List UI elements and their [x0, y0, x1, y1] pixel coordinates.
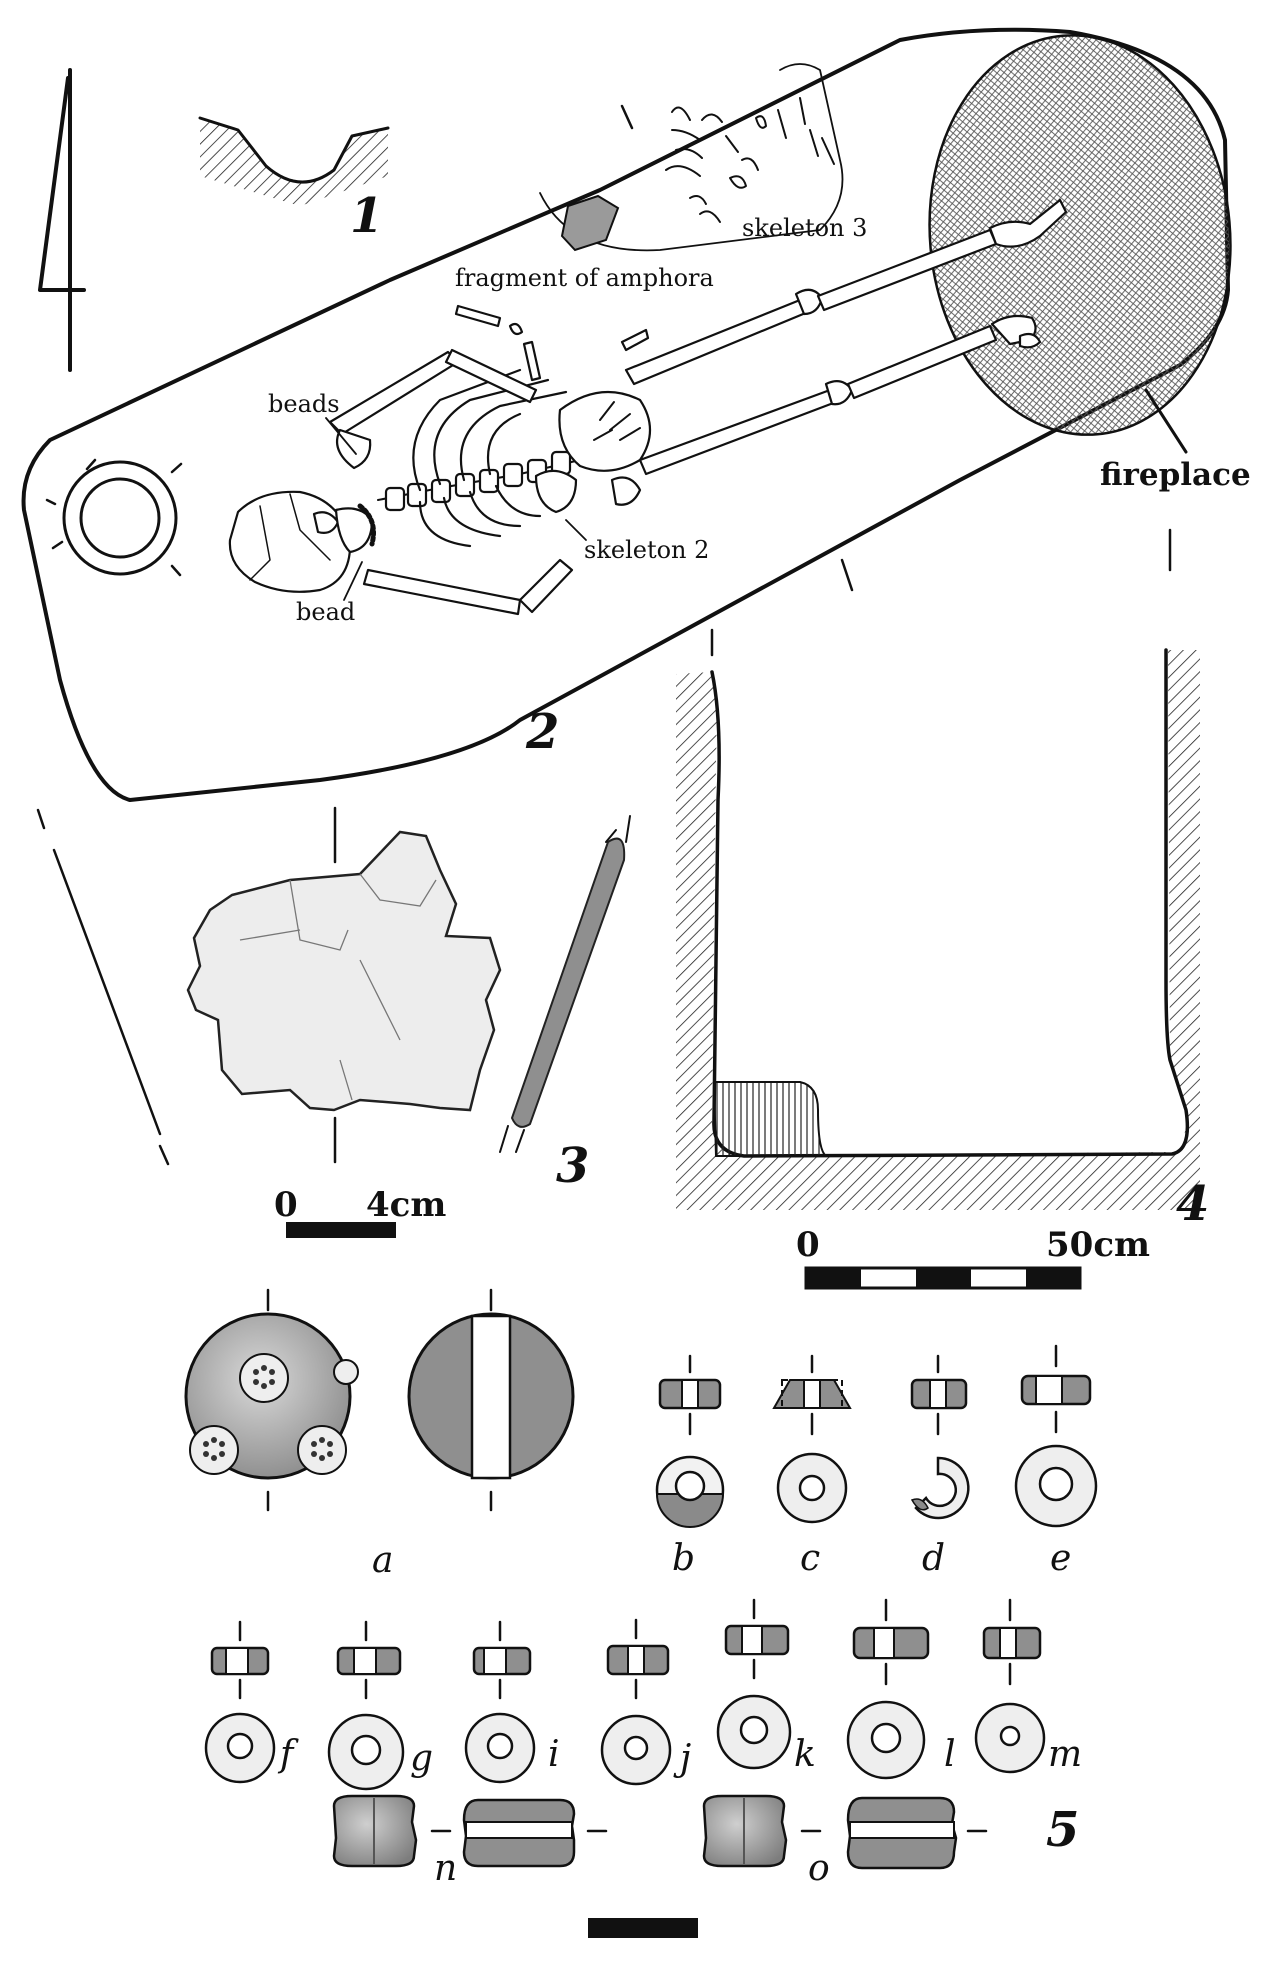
pit-section-4: [676, 648, 1200, 1210]
beads-label: beads: [268, 390, 340, 418]
bead-letter-d: d: [922, 1538, 945, 1579]
bead-l: [846, 1598, 930, 1780]
section-cut-markers: [620, 104, 1172, 657]
bead-m: [974, 1598, 1046, 1774]
scale-small-zero: 0: [274, 1185, 298, 1225]
fragment-dash-lines: [36, 806, 337, 1166]
bead-letter-b: b: [672, 1538, 695, 1579]
skeleton-2-label: skeleton 2: [584, 536, 709, 564]
beads-leader-line: [325, 417, 357, 455]
bead-letter-g: g: [410, 1738, 433, 1779]
bead-b: [655, 1354, 725, 1528]
north-arrow-icon: [38, 68, 86, 372]
bead-c: [772, 1354, 852, 1524]
beads-scale-bar: [588, 1918, 698, 1938]
bead-letter-n: n: [434, 1848, 457, 1889]
bead-letter-l: l: [944, 1734, 956, 1775]
amphora-sherd-profile: [510, 837, 626, 1128]
bead-letter-m: m: [1048, 1734, 1082, 1775]
panel-number-4: 4: [1176, 1176, 1209, 1232]
panel-number-2: 2: [525, 704, 559, 760]
bead-letter-k: k: [794, 1734, 816, 1775]
posthole: [45, 458, 183, 577]
panel-number-3: 3: [556, 1138, 589, 1194]
bead-k: [716, 1598, 792, 1770]
bead-g: [327, 1620, 405, 1791]
bead-j: [600, 1618, 672, 1786]
scale-large-zero: 0: [796, 1225, 820, 1265]
bead-letter-j: j: [673, 1738, 691, 1779]
sherd-shading: [239, 873, 437, 1101]
bead-letter-f: f: [277, 1734, 299, 1775]
bead-label: bead: [296, 598, 355, 626]
fireplace-label: fireplace: [1100, 457, 1251, 493]
bead-e: [1014, 1344, 1098, 1528]
section-profile-1: [198, 116, 390, 206]
panel-number-1: 1: [350, 188, 383, 244]
bead-letter-c: c: [800, 1538, 820, 1579]
skeleton-3-label: skeleton 3: [742, 214, 867, 242]
bead-a-face: [184, 1288, 359, 1512]
bead-d: [910, 1354, 970, 1520]
panel-number-5: 5: [1046, 1802, 1079, 1858]
amphora-fragment-label: fragment of amphora: [455, 264, 714, 292]
bead-letter-o: o: [808, 1848, 830, 1889]
bead-f: [204, 1620, 276, 1784]
scale-small-end: 4cm: [366, 1185, 446, 1225]
bead-letter-a: a: [372, 1540, 393, 1581]
scale-large-end: 50cm: [1046, 1225, 1150, 1265]
skeleton-2-leader-line: [565, 519, 587, 541]
scale-small-bar: [286, 1222, 396, 1238]
bead-letter-i: i: [548, 1734, 560, 1775]
fireplace-leader-line: [1144, 388, 1188, 454]
scale-large-bar: [804, 1266, 1082, 1290]
bead-a-section: [407, 1288, 575, 1512]
amphora-fragment: [560, 194, 620, 252]
skeleton-3-bones: [665, 97, 835, 223]
profile-edge-lines: [499, 815, 631, 1153]
bead-leader-line: [343, 561, 363, 601]
bead-letter-e: e: [1050, 1538, 1071, 1579]
skeleton-2: [228, 198, 1068, 616]
amphora-sherd-face: [186, 830, 502, 1112]
bead-o: [702, 1794, 988, 1870]
bead-i: [464, 1620, 536, 1784]
bead-n: [332, 1794, 608, 1868]
